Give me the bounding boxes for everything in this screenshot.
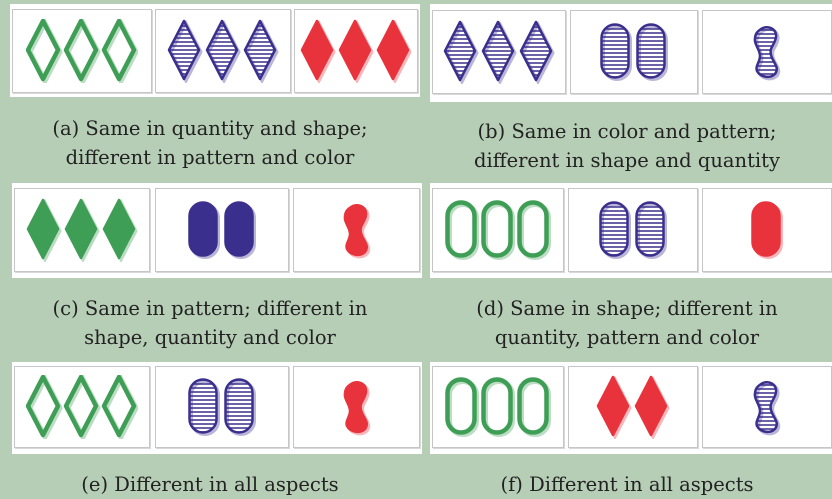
caption-a-line2: different in pattern and color: [65, 146, 355, 169]
card-symbols: [167, 19, 279, 83]
oval-icon: [224, 378, 256, 436]
caption-c-line2: shape, quantity and color: [84, 326, 336, 349]
card-d-2: [568, 188, 698, 272]
oval-icon: [224, 201, 256, 259]
caption-a: (a) Same in quantity and shape; differen…: [0, 114, 420, 172]
panel-f: [430, 362, 832, 454]
diamond-icon: [26, 198, 62, 262]
card-b-1: [432, 10, 566, 94]
diamond-icon: [63, 19, 101, 83]
card-symbols: [600, 23, 668, 81]
diamond-icon: [205, 19, 241, 83]
card-d-3: [702, 188, 832, 272]
diamond-icon: [596, 375, 632, 439]
oval-icon: [517, 377, 551, 437]
oval-icon: [635, 201, 667, 259]
card-symbols: [753, 381, 781, 436]
caption-c-line1: (c) Same in pattern; different in: [52, 297, 368, 320]
card-symbols: [300, 19, 412, 83]
oval-icon: [517, 200, 551, 260]
diamond-icon: [634, 375, 670, 439]
card-symbols: [26, 19, 138, 83]
card-e-3: [293, 366, 420, 448]
card-symbols: [751, 201, 783, 259]
oval-icon: [751, 201, 783, 259]
caption-f: (f) Different in all aspects: [422, 470, 832, 499]
card-symbols: [343, 204, 370, 259]
caption-e: (e) Different in all aspects: [0, 470, 420, 499]
card-b-2: [570, 10, 698, 94]
panel-b: [430, 4, 832, 102]
card-a-3: [294, 9, 418, 93]
card-symbols: [445, 200, 551, 260]
panel-c: [12, 183, 422, 278]
diamond-icon: [481, 20, 517, 84]
card-symbols: [443, 20, 555, 84]
oval-icon: [600, 23, 632, 81]
card-f-2: [568, 366, 698, 448]
squiggle-icon: [753, 26, 781, 81]
card-symbols: [26, 375, 138, 439]
diamond-icon: [26, 375, 63, 439]
diamond-icon: [101, 375, 138, 439]
caption-d: (d) Same in shape; different in quantity…: [422, 294, 832, 352]
diamond-icon: [102, 198, 138, 262]
diamond-icon: [26, 19, 63, 83]
diamond-icon: [63, 375, 101, 439]
card-f-1: [432, 366, 564, 448]
squiggle-icon: [343, 204, 370, 259]
card-a-2: [155, 9, 291, 93]
card-a-1: [12, 9, 152, 93]
oval-icon: [445, 200, 479, 260]
caption-e-line1: (e) Different in all aspects: [81, 473, 339, 496]
card-f-3: [702, 366, 832, 448]
panel-e: [12, 362, 422, 454]
diamond-icon: [376, 19, 412, 83]
oval-icon: [636, 23, 668, 81]
oval-icon: [599, 201, 631, 259]
card-e-2: [155, 366, 289, 448]
panel-a: [10, 4, 420, 97]
squiggle-icon: [753, 381, 781, 436]
caption-d-line1: (d) Same in shape; different in: [476, 297, 778, 320]
diamond-icon: [338, 19, 374, 83]
caption-b-line2: different in shape and quantity: [474, 149, 780, 172]
card-symbols: [343, 381, 370, 436]
card-d-1: [432, 188, 564, 272]
oval-icon: [188, 201, 220, 259]
diamond-icon: [101, 19, 138, 83]
diamond-icon: [64, 198, 100, 262]
card-c-3: [293, 188, 420, 272]
diamond-icon: [300, 19, 336, 83]
caption-c: (c) Same in pattern; different in shape,…: [0, 294, 420, 352]
oval-icon: [188, 378, 220, 436]
card-c-2: [155, 188, 289, 272]
caption-a-line1: (a) Same in quantity and shape;: [52, 117, 368, 140]
caption-d-line2: quantity, pattern and color: [494, 326, 760, 349]
squiggle-icon: [343, 381, 370, 436]
card-e-1: [14, 366, 150, 448]
card-symbols: [753, 26, 781, 81]
panel-d: [430, 183, 832, 278]
card-symbols: [599, 201, 667, 259]
caption-b: (b) Same in color and pattern; different…: [422, 117, 832, 175]
diamond-icon: [519, 20, 555, 84]
diamond-icon: [443, 20, 479, 84]
card-symbols: [188, 201, 256, 259]
oval-icon: [481, 377, 515, 437]
card-symbols: [445, 377, 551, 437]
caption-b-line1: (b) Same in color and pattern;: [477, 120, 777, 143]
oval-icon: [481, 200, 515, 260]
diamond-icon: [167, 19, 203, 83]
oval-icon: [445, 377, 479, 437]
card-symbols: [596, 375, 670, 439]
caption-f-line1: (f) Different in all aspects: [500, 473, 754, 496]
diamond-icon: [243, 19, 279, 83]
card-b-3: [702, 10, 832, 94]
card-symbols: [188, 378, 256, 436]
card-symbols: [26, 198, 138, 262]
card-c-1: [14, 188, 150, 272]
